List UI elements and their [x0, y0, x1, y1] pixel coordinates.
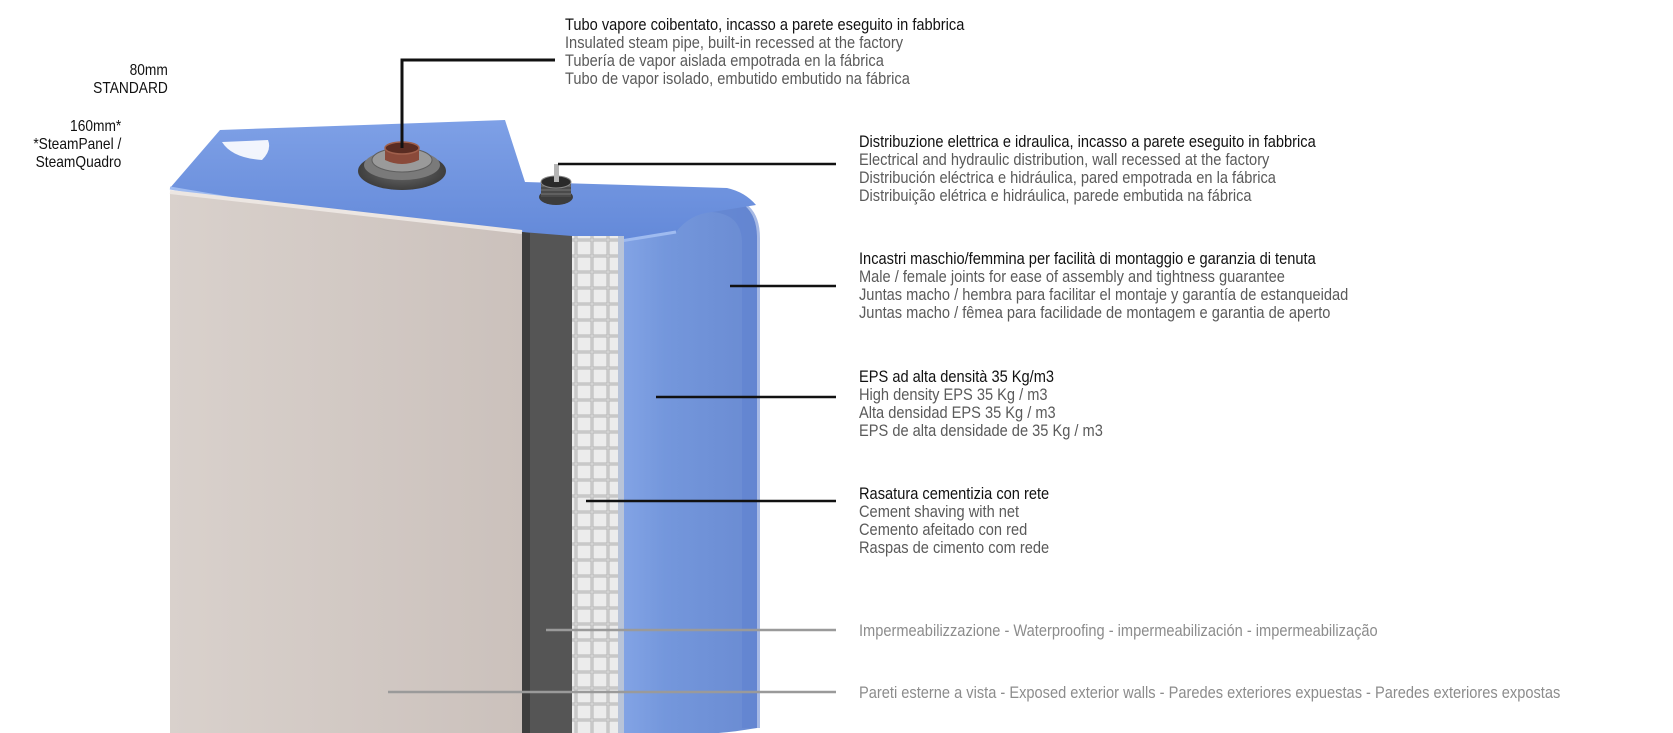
eps-block-right-face	[590, 196, 757, 733]
eps-block-top-face	[170, 120, 756, 252]
callout-line-es: Alta densidad EPS 35 Kg / m3	[859, 403, 1056, 422]
callout-line-es: Distribución eléctrica e hidráulica, par…	[859, 168, 1276, 187]
standard-size: 80mm	[129, 62, 168, 79]
standard-size-block: 80mm STANDARD	[93, 62, 168, 98]
callout-cement: Rasatura cementizia con rete Cement shav…	[859, 485, 1049, 557]
callout-line-en: Cement shaving with net	[859, 502, 1020, 521]
standard-label: STANDARD	[93, 80, 168, 97]
callout-line-en: Male / female joints for ease of assembl…	[859, 267, 1285, 286]
callout-line-pt: Tubo de vapor isolado, embutido embutido…	[565, 69, 910, 88]
callout-distribution: Distribuzione elettrica e idraulica, inc…	[859, 133, 1316, 205]
alt-size-block: 160mm* *SteamPanel / SteamQuadro	[33, 118, 121, 172]
dark-layer-shade	[522, 232, 530, 733]
finish-panel-top-edge	[169, 190, 523, 234]
callout-line-es: Tubería de vapor aislada empotrada en la…	[565, 51, 884, 70]
callout-line-en: High density EPS 35 Kg / m3	[859, 385, 1048, 404]
callout-line-en: Insulated steam pipe, built-in recessed …	[565, 33, 904, 52]
mesh-layer-edge	[618, 236, 624, 733]
callout-line-pt: Juntas macho / fêmea para facilidade de …	[859, 303, 1331, 322]
callout-line-it: Incastri maschio/femmina per facilità di…	[859, 249, 1316, 268]
exterior-finish-panel	[170, 192, 522, 733]
exterior-label: Pareti esterne a vista - Exposed exterio…	[859, 683, 1561, 702]
callout-joints: Incastri maschio/femmina per facilità di…	[859, 250, 1348, 322]
alt-note-1: *SteamPanel /	[33, 136, 121, 153]
alt-size: 160mm*	[69, 118, 121, 135]
callout-line-pt: Distribuição elétrica e hidráulica, pare…	[859, 186, 1252, 205]
callout-line-it: EPS ad alta densità 35 Kg/m3	[859, 367, 1055, 386]
distribution-rod	[554, 164, 559, 182]
callout-waterproofing: Impermeabilizzazione - Waterproofing - i…	[859, 622, 1378, 640]
callout-line-it: Distribuzione elettrica e idraulica, inc…	[859, 132, 1316, 151]
callout-line-es: Juntas macho / hembra para facilitar el …	[859, 285, 1349, 304]
callout-line-pt: Raspas de cimento com rede	[859, 538, 1050, 557]
waterproofing-label: Impermeabilizzazione - Waterproofing - i…	[859, 621, 1378, 640]
alt-note-2: SteamQuadro	[35, 154, 121, 171]
callout-steam-pipe: Tubo vapore coibentato, incasso a parete…	[565, 16, 964, 88]
callout-line-en: Electrical and hydraulic distribution, w…	[859, 150, 1270, 169]
dark-cement-layer	[522, 232, 572, 733]
callout-line-es: Cemento afeitado con red	[859, 520, 1028, 539]
callout-eps: EPS ad alta densità 35 Kg/m3 High densit…	[859, 368, 1103, 440]
callout-line-pt: EPS de alta densidade de 35 Kg / m3	[859, 421, 1103, 440]
callout-line-it: Rasatura cementizia con rete	[859, 484, 1050, 503]
groove-notch	[222, 140, 270, 160]
callout-line-it: Tubo vapore coibentato, incasso a parete…	[565, 15, 965, 34]
callout-exterior: Pareti esterne a vista - Exposed exterio…	[859, 684, 1560, 702]
tongue-groove-bulge	[712, 195, 760, 729]
mesh-layer	[572, 236, 620, 733]
leader-steam-pipe	[400, 58, 555, 148]
